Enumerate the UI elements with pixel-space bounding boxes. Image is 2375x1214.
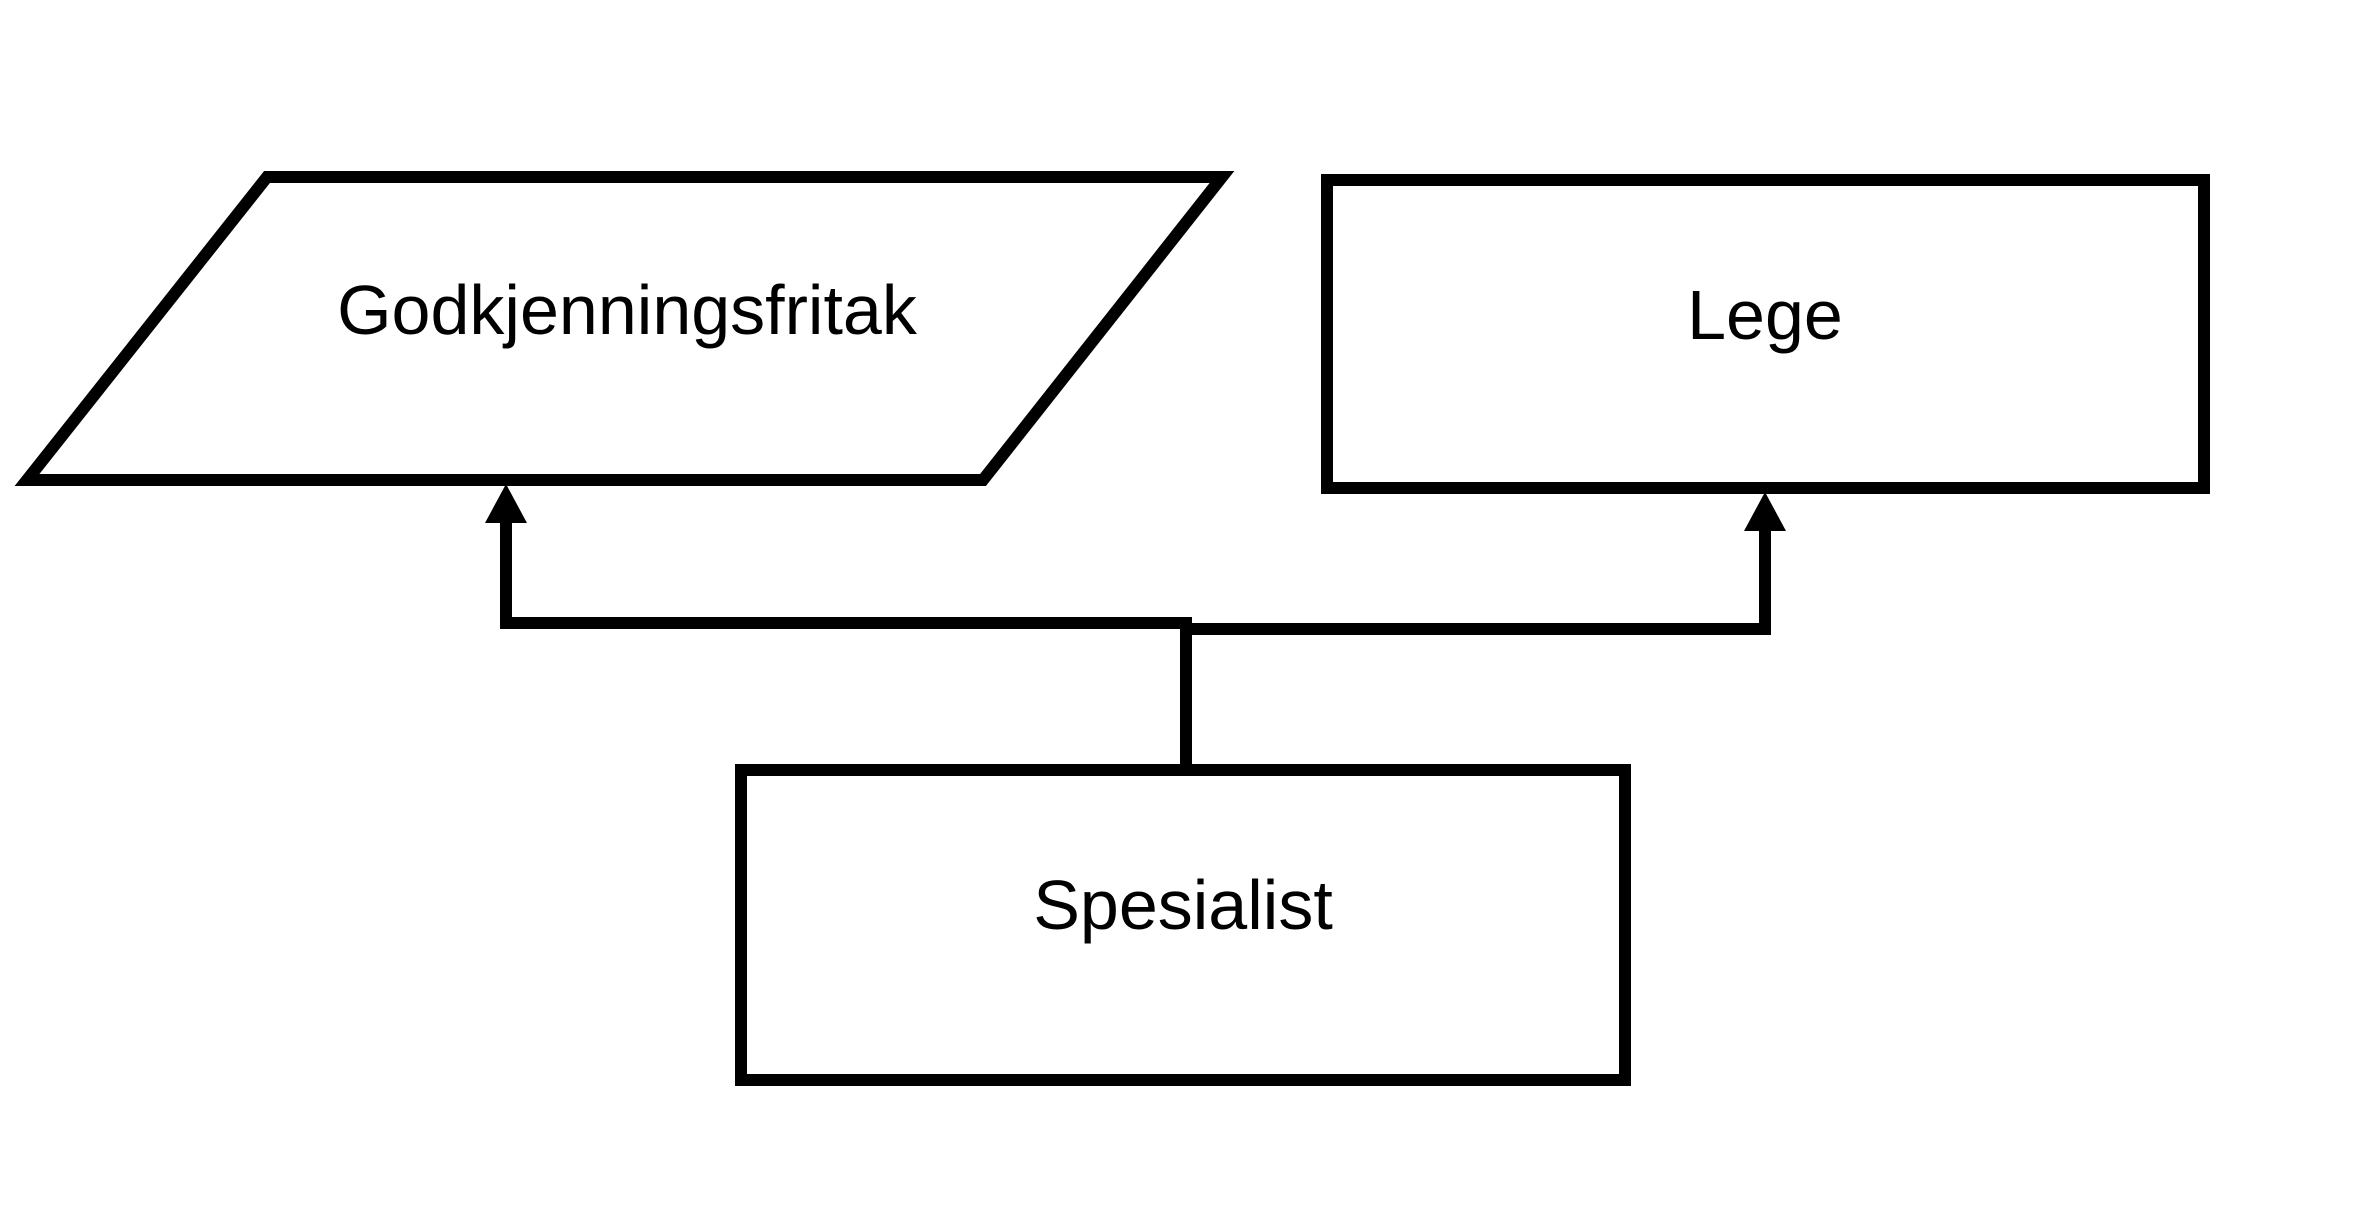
connectors — [485, 484, 1786, 766]
node-label-lege: Lege — [1687, 276, 1843, 354]
rectangle-shape — [1321, 174, 2210, 494]
arrowhead-godkjenningsfritak — [485, 484, 527, 523]
node-spesialist: Spesialist — [735, 764, 1631, 1086]
node-label-godkjenningsfritak: Godkjenningsfritak — [337, 271, 918, 349]
edge-spesialist-to-lege — [1186, 517, 1771, 635]
node-label-spesialist: Spesialist — [1033, 866, 1333, 944]
arrowhead-lege — [1744, 492, 1786, 531]
node-godkjenningsfritak: Godkjenningsfritak — [14, 171, 1235, 486]
edge-spesialist-to-godkjenningsfritak — [500, 508, 1192, 766]
node-lege: Lege — [1321, 174, 2210, 494]
parallelogram-shape — [14, 171, 1235, 486]
rectangle-shape — [735, 764, 1631, 1086]
